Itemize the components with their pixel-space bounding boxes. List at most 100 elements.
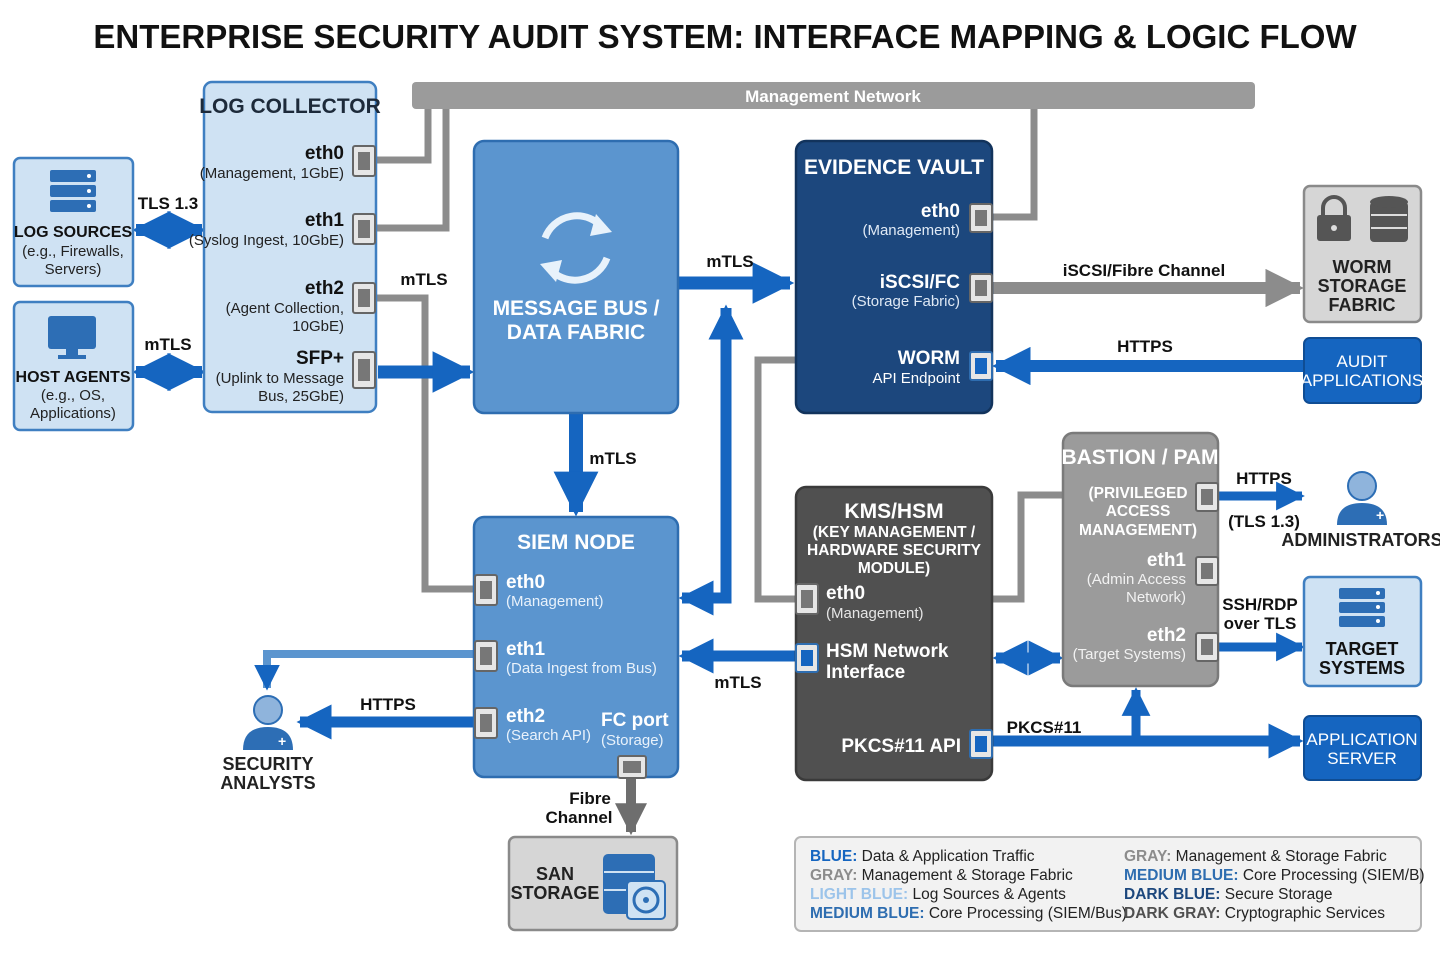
host-agents-title: HOST AGENTS — [16, 369, 131, 386]
kms-pkcs-port-icon — [969, 729, 993, 759]
worm-storage-l2: STORAGE — [1318, 276, 1407, 296]
legend-item-dark-blue: DARK BLUE: Secure Storage — [1124, 886, 1332, 903]
label-https-admin: HTTPS — [1236, 469, 1292, 488]
target-systems-l1: TARGET — [1326, 639, 1399, 659]
app-server-l1: APPLICATION — [1306, 730, 1417, 749]
legend-item-medium-blue-right: MEDIUM BLUE: Core Processing (SIEM/B) — [1124, 867, 1425, 884]
bastion-sub3: MANAGEMENT) — [1079, 522, 1197, 539]
audit-apps-l2: APPLICATIONS — [1301, 371, 1424, 390]
security-analysts-l1: SECURITY — [222, 754, 313, 774]
collector-eth2-sub2: 10GbE) — [292, 318, 344, 335]
vault-iscsi-port-icon — [969, 273, 993, 303]
bastion-eth1-sub1: (Admin Access — [1087, 571, 1186, 588]
collector-eth1-sub: (Syslog Ingest, 10GbE) — [189, 232, 344, 249]
san-storage-node[interactable]: SAN STORAGE — [507, 835, 679, 932]
arrow-siem-to-vault — [678, 304, 744, 616]
kms-sub2: HARDWARE SECURITY — [807, 542, 982, 559]
audit-apps-l1: AUDIT — [1337, 352, 1388, 371]
worm-storage-node[interactable]: WORM STORAGE FABRIC — [1302, 184, 1423, 324]
bastion-sub1: (PRIVILEGED — [1088, 485, 1187, 502]
collector-eth0-sub: (Management, 1GbE) — [200, 165, 344, 182]
collector-eth0-port-icon — [352, 145, 376, 177]
bastion-eth2-sub: (Target Systems) — [1073, 646, 1186, 663]
legend-item-gray-right: GRAY: Management & Storage Fabric — [1124, 848, 1387, 865]
bastion-eth1-sub2: Network) — [1126, 589, 1186, 606]
audit-applications-node[interactable]: AUDIT APPLICATIONS — [1301, 337, 1424, 404]
vault-eth0-sub: (Management) — [862, 222, 960, 239]
kms-hsm-node[interactable]: KMS/HSM (KEY MANAGEMENT / HARDWARE SECUR… — [794, 485, 994, 782]
evidence-vault-title: EVIDENCE VAULT — [804, 156, 984, 179]
application-server-node[interactable]: APPLICATION SERVER — [1303, 715, 1422, 781]
evidence-vault-node[interactable]: EVIDENCE VAULT eth0 (Management) iSCSI/F… — [794, 139, 994, 415]
message-bus-node[interactable]: MESSAGE BUS / DATA FABRIC — [472, 139, 680, 415]
svg-text:+: + — [278, 733, 286, 749]
label-channel: Channel — [545, 808, 612, 827]
bastion-eth1-port-icon — [1195, 556, 1219, 586]
label-over-tls: over TLS — [1224, 614, 1297, 633]
message-bus-title2: DATA FABRIC — [507, 321, 645, 344]
app-server-l2: SERVER — [1327, 749, 1397, 768]
collector-sfp-port-icon — [352, 351, 376, 389]
siem-eth1-sub: (Data Ingest from Bus) — [506, 660, 657, 677]
host-agents-sub1: (e.g., OS, — [41, 387, 105, 404]
collector-eth1-port-icon — [352, 213, 376, 245]
sync-icon — [540, 212, 612, 284]
kms-eth0-port-icon — [795, 583, 819, 615]
management-lines — [376, 109, 1063, 603]
legend-item-light-blue: LIGHT BLUE: Log Sources & Agents — [810, 886, 1066, 903]
siem-eth0-port-icon — [474, 574, 498, 606]
management-network-label: Management Network — [745, 87, 921, 106]
label-iscsi-fc: iSCSI/Fibre Channel — [1063, 261, 1225, 280]
mgmt-line-bastion-eth0 — [992, 491, 1063, 603]
bastion-sub2: ACCESS — [1106, 503, 1171, 520]
label-https-analyst: HTTPS — [360, 695, 416, 714]
target-systems-node[interactable]: TARGET SYSTEMS — [1302, 575, 1423, 688]
collector-sfp-sub1: (Uplink to Message — [216, 370, 344, 387]
label-mtls-vault: mTLS — [706, 252, 753, 271]
legend-item-gray: GRAY: Management & Storage Fabric — [810, 867, 1073, 884]
log-sources-node[interactable]: LOG SOURCES (e.g., Firewalls, Servers) — [12, 156, 135, 288]
label-pkcs11: PKCS#11 — [1007, 718, 1082, 737]
vault-eth0-port-icon — [969, 203, 993, 233]
siem-eth2-sub: (Search API) — [506, 727, 591, 744]
worm-storage-l3: FABRIC — [1329, 295, 1396, 315]
siem-eth2-port-icon — [474, 707, 498, 739]
label-ssh-rdp: SSH/RDP — [1222, 595, 1298, 614]
mgmt-line-kms-eth0 — [754, 356, 796, 603]
bastion-pam-node[interactable]: BASTION / PAM (PRIVILEGED ACCESS MANAGEM… — [1061, 431, 1220, 688]
kms-sub1: (KEY MANAGEMENT / — [813, 524, 976, 541]
log-collector-node[interactable]: LOG COLLECTOR eth0 (Management, 1GbE) et… — [189, 80, 381, 414]
siem-fc-sub: (Storage) — [601, 732, 664, 749]
vault-iscsi-label: iSCSI/FC — [880, 272, 961, 293]
siem-fc-label: FC port — [601, 710, 669, 731]
mgmt-line-vault-eth0 — [992, 109, 1038, 221]
security-analysts-l2: ANALYSTS — [220, 773, 315, 793]
bastion-eth2-port-icon — [1195, 632, 1219, 662]
label-tls13-admin: (TLS 1.3) — [1228, 512, 1300, 531]
log-sources-title: LOG SOURCES — [14, 224, 133, 241]
lock-icon — [1317, 195, 1351, 241]
mgmt-line-collector-eth1 — [376, 109, 450, 232]
target-systems-l2: SYSTEMS — [1319, 658, 1405, 678]
svg-text:+: + — [1376, 507, 1384, 523]
security-analysts-node[interactable]: + SECURITY ANALYSTS — [220, 695, 316, 793]
siem-eth0-sub: (Management) — [506, 593, 604, 610]
legend: BLUE: Data & Application Traffic GRAY: M… — [794, 836, 1425, 932]
collector-eth0-label: eth0 — [305, 143, 344, 164]
collector-eth1-label: eth1 — [305, 210, 345, 231]
page-title: ENTERPRISE SECURITY AUDIT SYSTEM: INTERF… — [93, 18, 1357, 55]
siem-node[interactable]: SIEM NODE eth0 (Management) eth1 (Data I… — [472, 515, 680, 779]
label-mtls-siem: mTLS — [589, 449, 636, 468]
data-arrows — [132, 210, 1305, 759]
label-mtls-host: mTLS — [144, 335, 191, 354]
administrators-node[interactable]: + ADMINISTRATORS — [1281, 471, 1440, 550]
vault-eth0-label: eth0 — [921, 201, 960, 222]
database-icon — [1370, 196, 1408, 242]
arrow-siem-to-analyst-line — [254, 650, 474, 691]
legend-item-blue: BLUE: Data & Application Traffic — [810, 848, 1035, 865]
host-agents-node[interactable]: HOST AGENTS (e.g., OS, Applications) — [12, 300, 135, 432]
label-mtls-kms: mTLS — [714, 673, 761, 692]
kms-hsm-label1: HSM Network — [826, 641, 949, 662]
